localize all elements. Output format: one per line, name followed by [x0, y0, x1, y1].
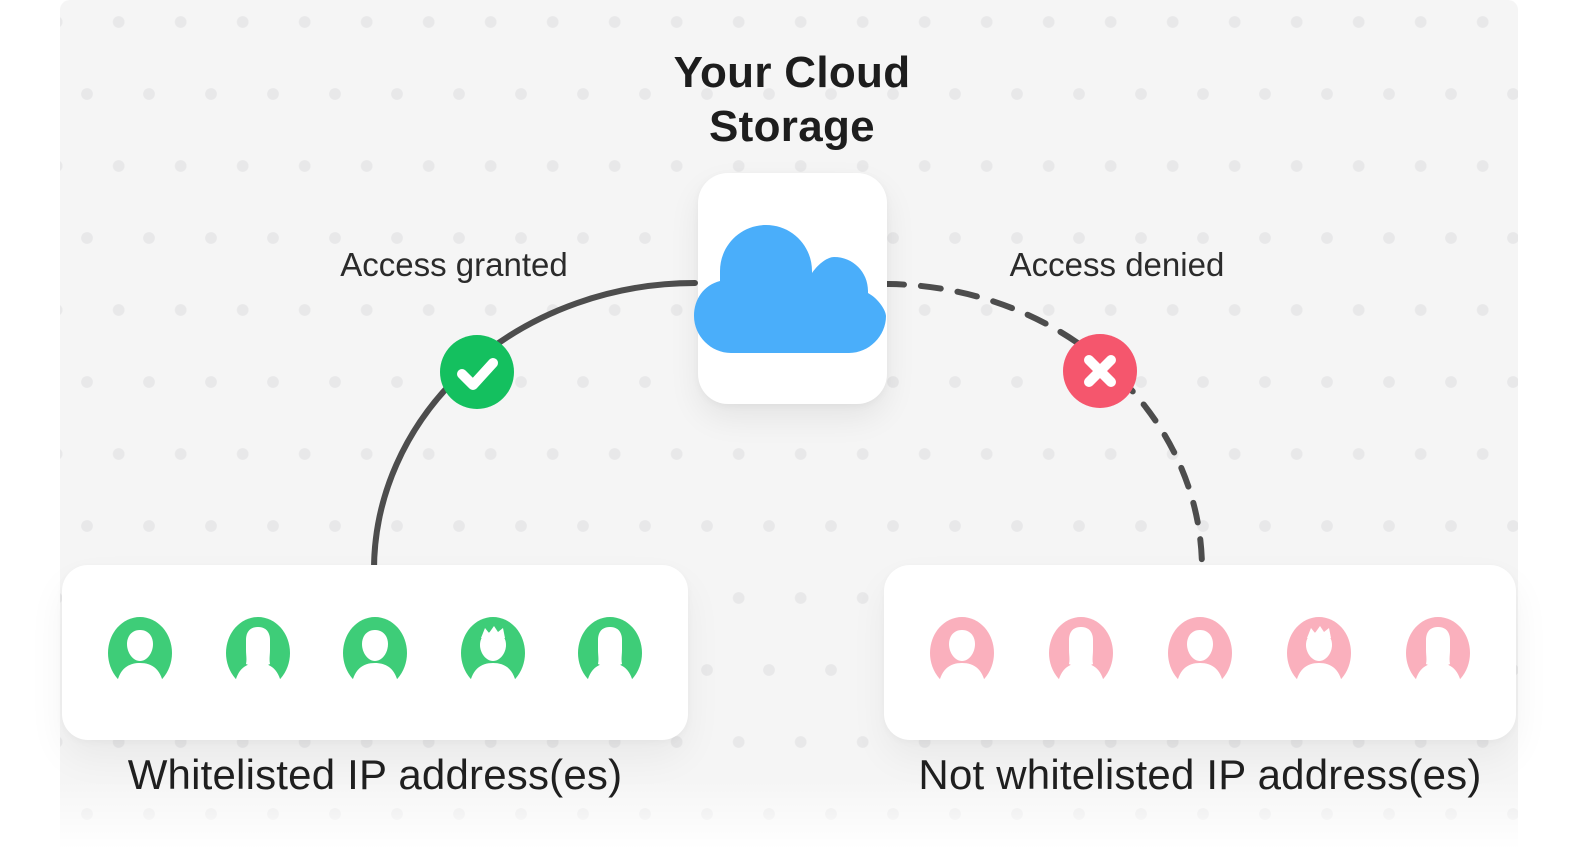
- user-avatar-icon: [460, 616, 525, 689]
- user-avatar-icon: [578, 616, 642, 689]
- access-denied-label: Access denied: [1009, 246, 1225, 283]
- denied-connector-line: [881, 281, 1205, 572]
- page-title: Your Cloud Storage: [673, 48, 911, 151]
- user-avatar-icon: [108, 616, 172, 689]
- user-avatar-icon: [343, 616, 407, 689]
- not-whitelisted-users-card: [884, 565, 1516, 740]
- checkmark-icon: [440, 335, 514, 409]
- user-avatar-icon: [930, 616, 994, 689]
- user-avatar-icon: [1168, 616, 1232, 689]
- whitelisted-users-card: [62, 565, 688, 740]
- user-avatar-icon: [1406, 616, 1470, 689]
- access-granted-label: Access granted: [340, 246, 568, 283]
- user-avatar-icon: [1287, 616, 1351, 689]
- cloud-icon: [694, 225, 886, 353]
- user-avatar-icon: [225, 616, 290, 689]
- not-whitelisted-caption: Not whitelisted IP address(es): [918, 751, 1482, 798]
- whitelisted-caption: Whitelisted IP address(es): [127, 751, 623, 798]
- cross-icon: [1063, 334, 1137, 408]
- granted-connector-line: [371, 280, 698, 573]
- user-avatar-icon: [1049, 616, 1113, 689]
